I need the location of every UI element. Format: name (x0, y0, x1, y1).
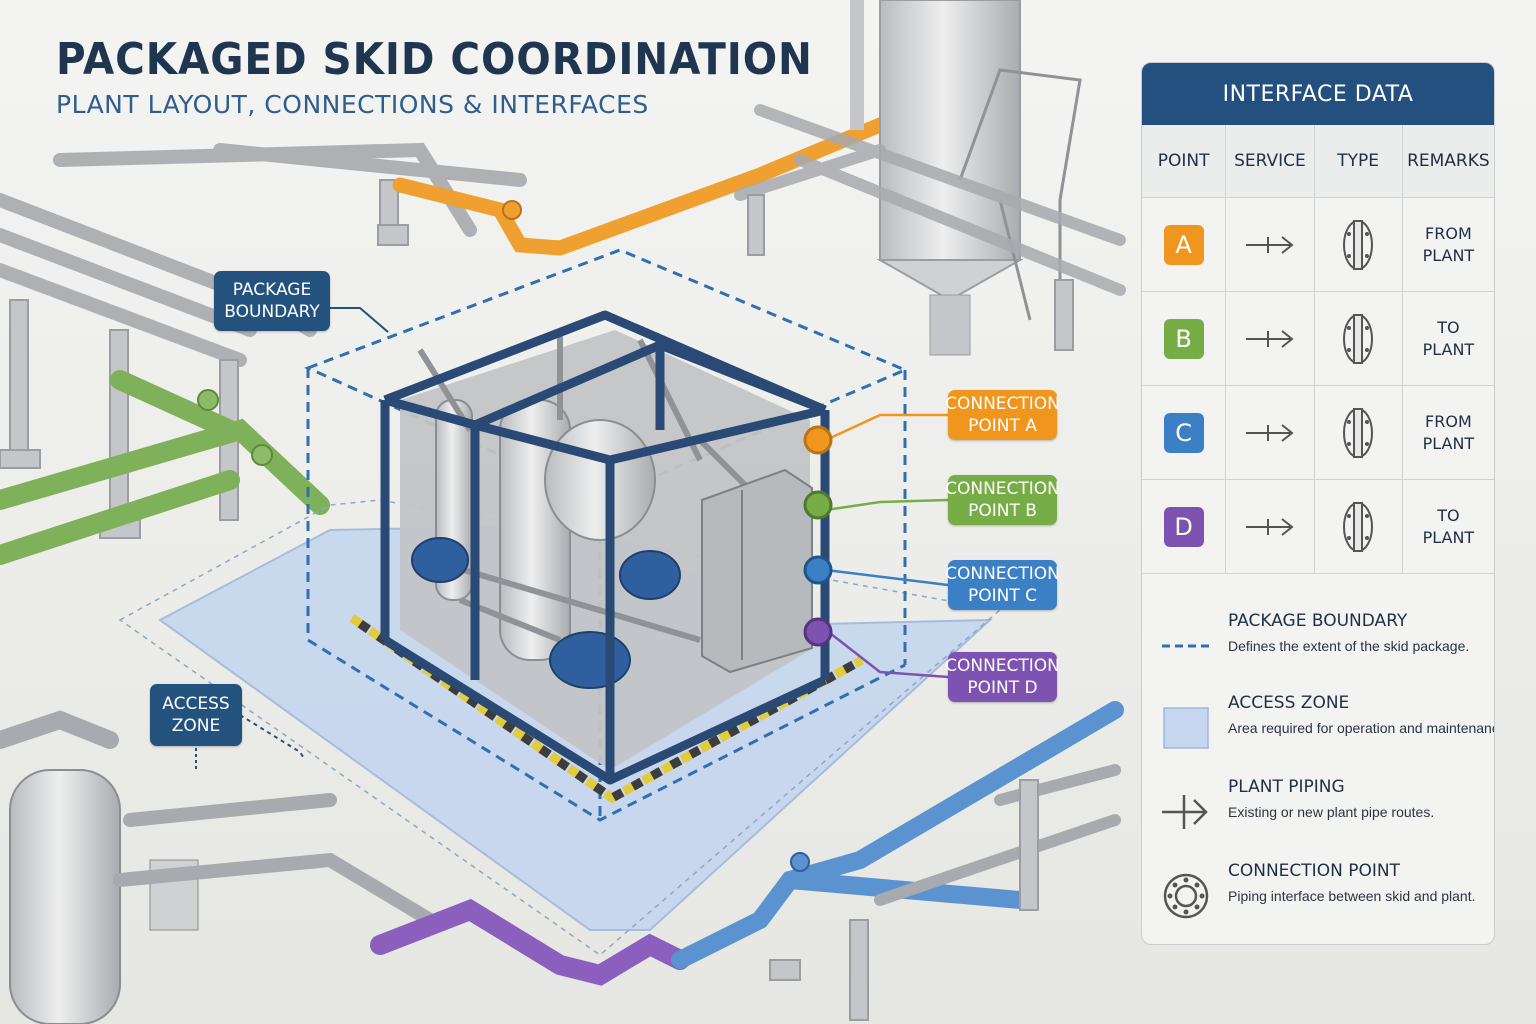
remark-line: PLANT (1422, 339, 1475, 359)
remark-line: PLANT (1422, 245, 1475, 265)
connection-point-b-callout: CONNECTION POINT B (945, 475, 1060, 525)
package-boundary-callout: PACKAGE BOUNDARY (214, 271, 330, 331)
process-vessel-tower (850, 0, 1082, 356)
legend-title: ACCESS ZONE (1228, 693, 1350, 713)
point-badge-b: B (1163, 318, 1204, 359)
legend-item-plant-piping: PLANT PIPING Existing or new plant pipe … (1142, 777, 1494, 857)
flange-icon (1343, 407, 1374, 458)
legend-title: CONNECTION POINT (1228, 861, 1400, 881)
page-subtitle: PLANT LAYOUT, CONNECTIONS & INTERFACES (56, 90, 649, 119)
callout-line: ZONE (171, 716, 221, 736)
table-header-row: POINT SERVICE TYPE REMARKS (1142, 125, 1494, 198)
orange-plant-piping (392, 117, 888, 256)
callout-line: CONNECTION (945, 394, 1060, 414)
column-header-type: TYPE (1315, 125, 1403, 197)
legend-item-package-boundary: PACKAGE BOUNDARY Defines the extent of t… (1142, 611, 1494, 691)
callout-line: POINT D (967, 678, 1038, 698)
purple-plant-piping (370, 898, 690, 986)
arrow-right-cross-icon (1245, 329, 1294, 348)
remark-line: FROM (1425, 223, 1472, 243)
callout-line: CONNECTION (945, 564, 1060, 584)
flange-icon (1343, 313, 1374, 364)
remark-line: TO (1437, 505, 1460, 525)
flange-icon (1343, 219, 1374, 270)
legend-desc: Piping interface between skid and plant. (1228, 888, 1476, 904)
callout-line: PACKAGE (232, 280, 312, 300)
skid-package (380, 310, 830, 785)
column-header-point: POINT (1142, 125, 1227, 197)
legend-desc: Defines the extent of the skid package. (1228, 638, 1470, 654)
column-header-service: SERVICE (1226, 125, 1315, 197)
arrow-right-cross-icon (1245, 235, 1294, 254)
legend-title: PACKAGE BOUNDARY (1228, 611, 1408, 631)
connection-point-d-callout: CONNECTION POINT D (945, 652, 1060, 702)
column-header-remarks: REMARKS (1407, 151, 1490, 171)
callout-line: POINT C (967, 586, 1038, 606)
connection-point-a-callout: CONNECTION POINT A (945, 390, 1060, 440)
pipe-arrow-icon (1162, 795, 1208, 829)
flange-icon (1343, 501, 1374, 552)
callout-line: BOUNDARY (224, 302, 320, 322)
callout-line: POINT A (968, 416, 1037, 436)
legend-desc: Existing or new plant pipe routes. (1228, 804, 1435, 820)
connection-point-c-callout: CONNECTION POINT C (945, 560, 1060, 610)
arrow-right-cross-icon (1245, 517, 1294, 536)
remark-line: FROM (1425, 411, 1472, 431)
left-rack-columns (0, 179, 399, 539)
connection-leaders (825, 413, 949, 679)
arrow-right-cross-icon (1245, 423, 1294, 442)
point-badge-d: D (1163, 506, 1204, 547)
connection-flanges (803, 425, 833, 647)
point-badge-c: C (1163, 412, 1204, 453)
legend-desc: Area required for operation and maintena… (1228, 720, 1495, 736)
right-pipe-rack (734, 104, 1126, 296)
point-badge-a: A (1163, 224, 1204, 265)
dashed-line-icon (1162, 644, 1214, 648)
green-plant-piping (0, 370, 330, 565)
callout-line: POINT B (968, 501, 1037, 521)
legend-title: PLANT PIPING (1228, 777, 1345, 797)
legend-item-connection-point: CONNECTION POINT Piping interface betwee… (1142, 861, 1494, 941)
page-title: PACKAGED SKID COORDINATION (56, 34, 813, 85)
legend-item-access-zone: ACCESS ZONE Area required for operation … (1142, 693, 1494, 773)
remark-line: TO (1437, 317, 1460, 337)
flange-circle-icon (1163, 873, 1209, 919)
shaded-area-icon (1163, 707, 1209, 749)
callout-line: ACCESS (162, 694, 230, 714)
callout-line: CONNECTION (945, 479, 1060, 499)
remark-line: PLANT (1422, 433, 1475, 453)
panel-title: INTERFACE DATA (1142, 63, 1494, 125)
remark-line: PLANT (1422, 527, 1475, 547)
callout-line: CONNECTION (945, 656, 1060, 676)
interface-data-panel: INTERFACE DATA POINT SERVICE TYPE REMARK… (1141, 62, 1495, 945)
access-zone-callout: ACCESS ZONE (150, 684, 242, 746)
